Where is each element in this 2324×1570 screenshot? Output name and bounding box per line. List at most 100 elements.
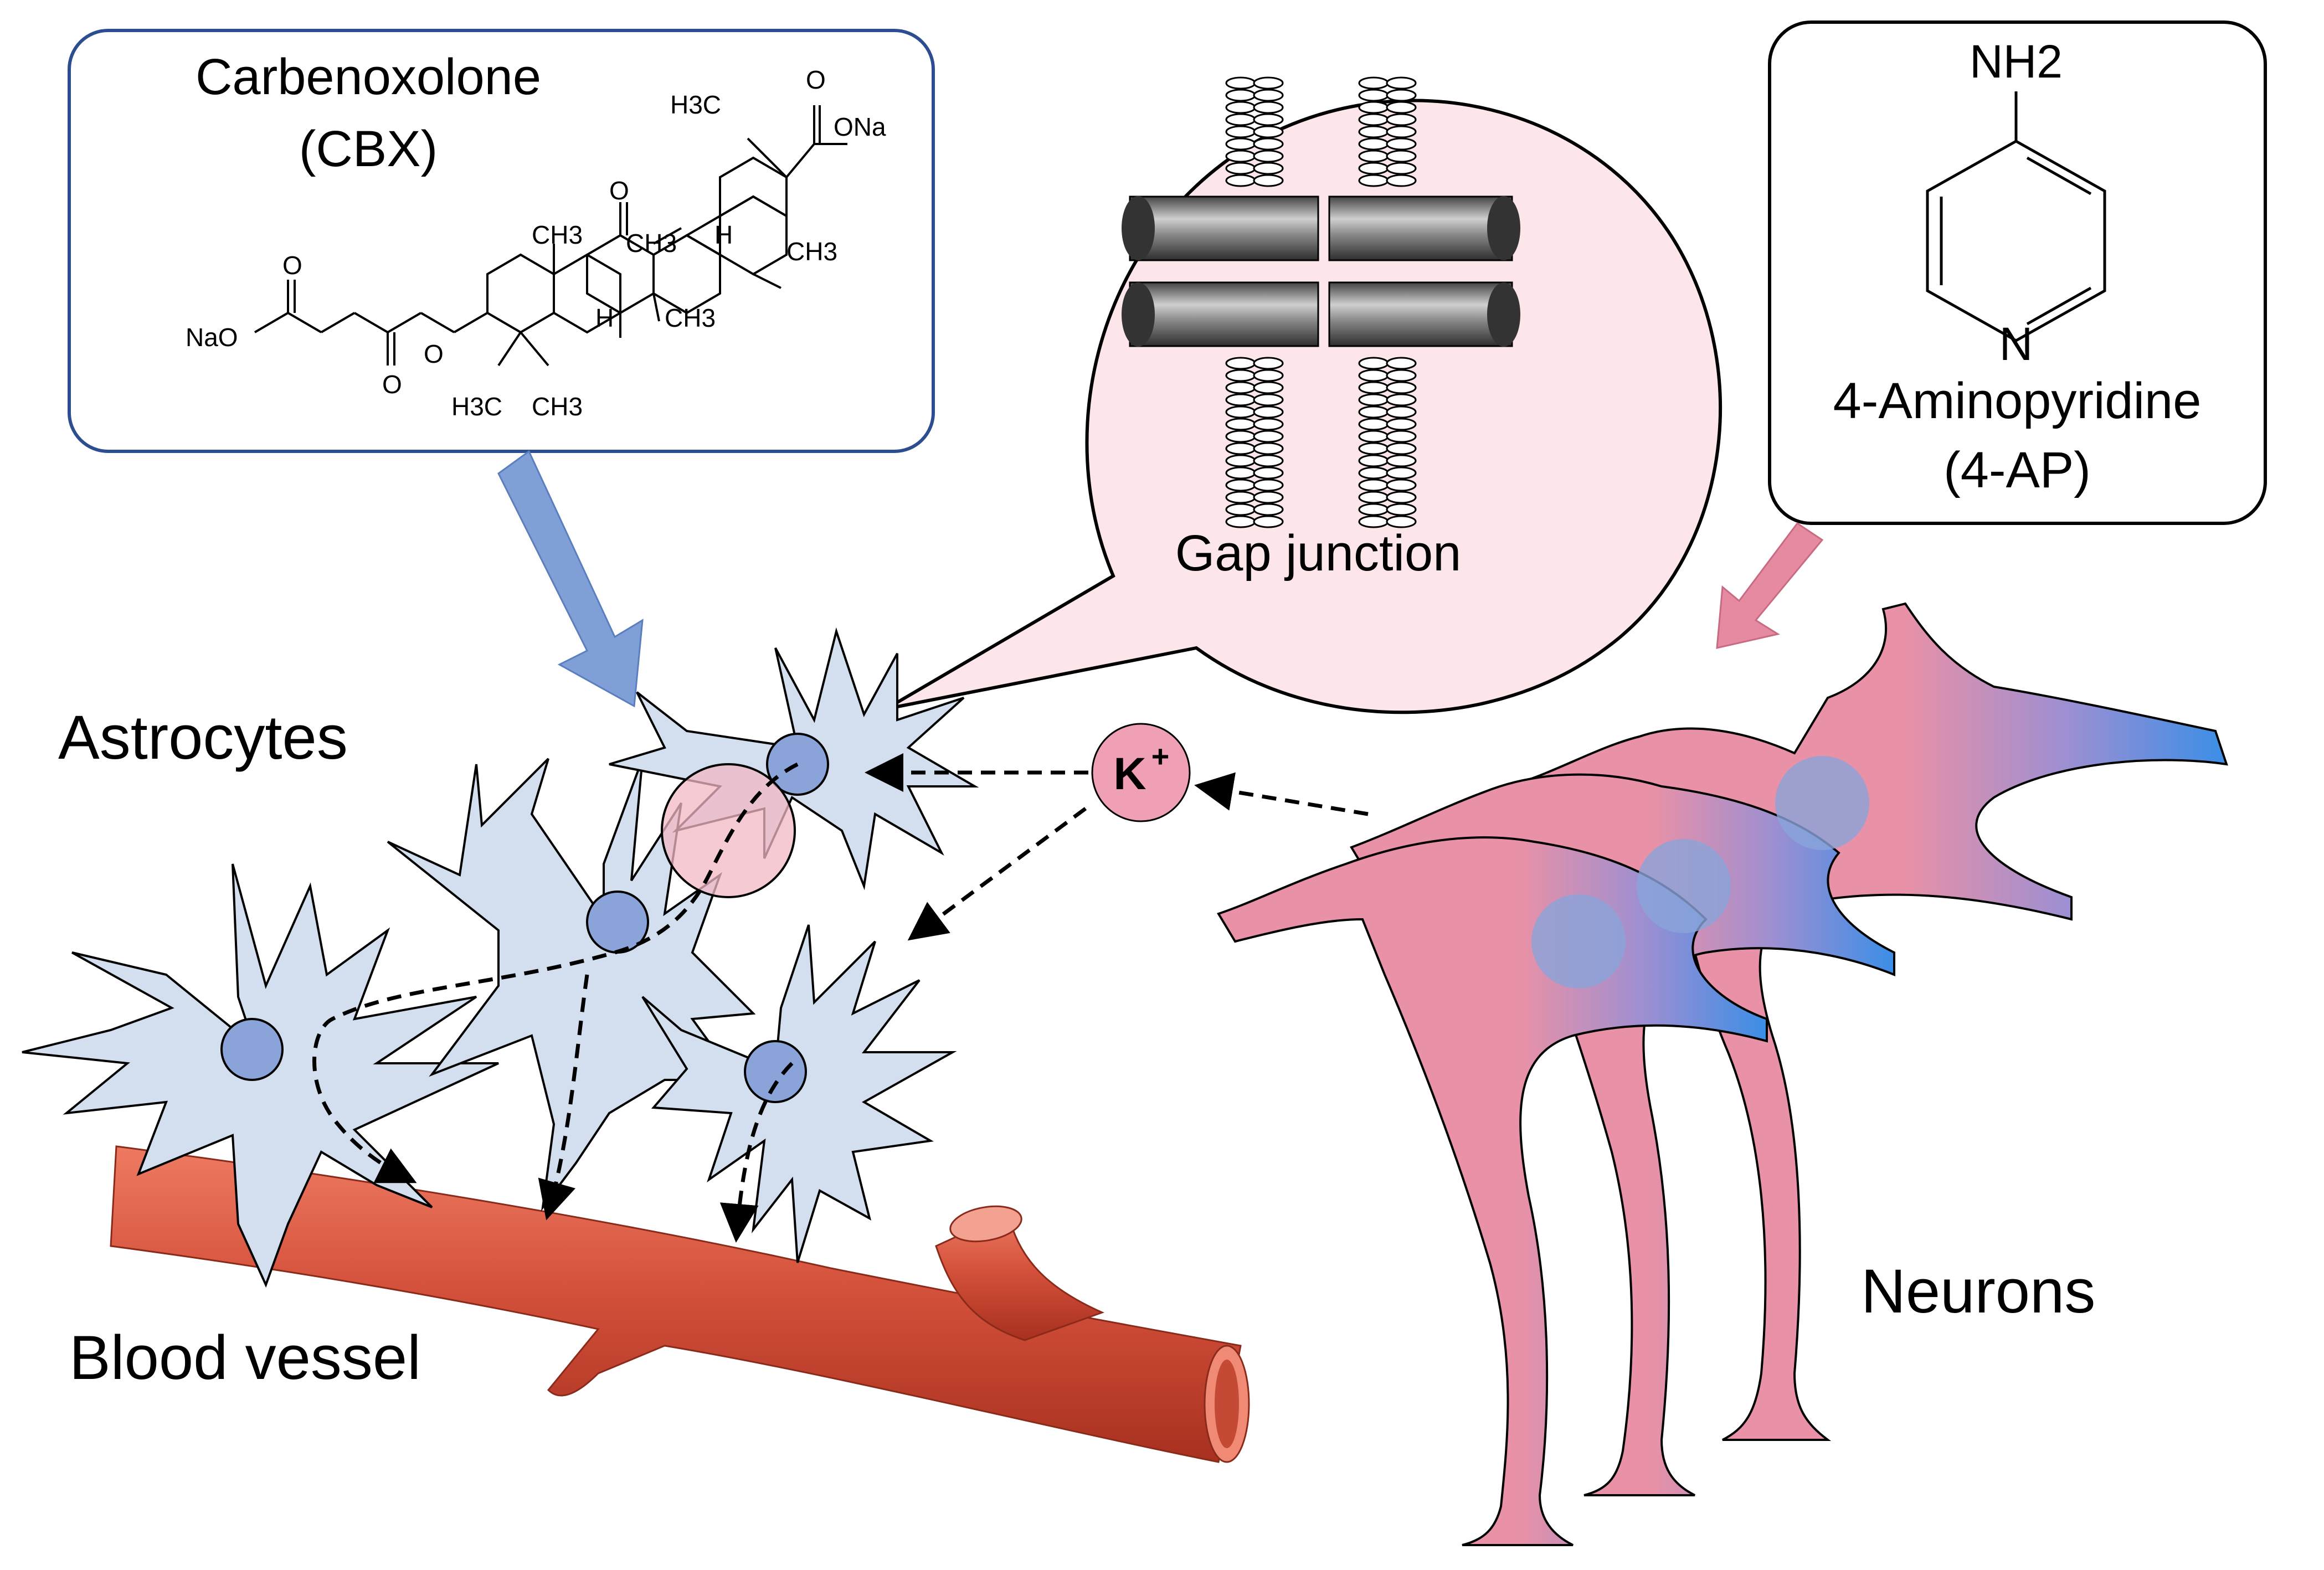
astrocytes-label: Astrocytes: [58, 703, 348, 772]
lipid-head: [1386, 381, 1417, 394]
lipid-head: [1386, 113, 1417, 126]
gap-junction-bubble: Gap junction: [885, 76, 1722, 714]
cbx-atom-h-a: H: [714, 220, 733, 249]
ap-structure-box: NH2 N 4-Aminopyridine (4-AP): [1768, 20, 2267, 525]
lipid-head: [1225, 430, 1256, 443]
lipid-head: [1225, 478, 1256, 492]
ap-atom-n: N: [1999, 318, 2033, 370]
lipid-head: [1225, 162, 1256, 175]
gap-junction-highlight: [661, 763, 796, 898]
astrocyte-1-nucleus: [220, 1018, 284, 1081]
k-ion-symbol: K: [1113, 749, 1146, 799]
spatial-buffering-path-2: [538, 974, 589, 1221]
lipid-head: [1386, 369, 1417, 382]
cbx-atom-o-carboxyl: O: [806, 65, 826, 94]
lipid-head: [1225, 89, 1256, 102]
lipid-head: [1358, 454, 1389, 467]
lipid-head: [1358, 466, 1389, 480]
lipid-head: [1253, 162, 1284, 175]
ap-abbr-label: (4-AP): [1943, 442, 2091, 498]
k-to-astrocyte4-arrow: [907, 807, 1087, 941]
cbx-atom-labels: H3C ONa O O CH3 CH3 CH3 CH3 H H NaO O O …: [186, 65, 886, 421]
lipid-head: [1225, 125, 1256, 138]
lipid-head: [1386, 150, 1417, 163]
lipid-head: [1225, 393, 1256, 406]
lipid-head: [1386, 418, 1417, 431]
neuron-cluster: [1217, 602, 2228, 1546]
lipid-head: [1253, 466, 1284, 480]
lipid-head: [1253, 515, 1284, 528]
lipid-head: [1253, 405, 1284, 419]
lipid-head: [1253, 454, 1284, 467]
lipid-head: [1358, 174, 1389, 187]
cbx-atom-h-b: H: [595, 303, 614, 332]
lipid-head: [1253, 150, 1284, 163]
lipid-head: [1386, 503, 1417, 516]
lipid-head: [1253, 418, 1284, 431]
lipid-head: [1358, 150, 1389, 163]
lipid-head: [1225, 174, 1256, 187]
lipid-head: [1386, 466, 1417, 480]
lipid-head: [1225, 466, 1256, 480]
lipid-head: [1386, 174, 1417, 187]
gap-junction-label: Gap junction: [1175, 525, 1462, 581]
cbx-atom-o-ester: O: [382, 370, 402, 399]
pyridine-ring: [1926, 91, 2106, 342]
cbx-atom-nao: NaO: [186, 323, 238, 352]
neuron-to-k-arrow: [1194, 772, 1369, 816]
cbx-abbr-label: (CBX): [299, 121, 438, 177]
lipid-head: [1358, 430, 1389, 443]
lipid-head: [1386, 515, 1417, 528]
lipid-head: [1358, 369, 1389, 382]
lipid-head: [1358, 491, 1389, 504]
astrocyte-4-nucleus: [744, 1040, 807, 1103]
lipid-head: [1358, 393, 1389, 406]
lipid-head: [1358, 381, 1389, 394]
cbx-atom-o-keto: O: [609, 176, 629, 205]
lipid-head: [1253, 393, 1284, 406]
connexin-channel: [1122, 195, 1520, 347]
neuron-1: [1217, 836, 1768, 1546]
lipid-head: [1225, 381, 1256, 394]
lipid-head: [1386, 101, 1417, 114]
lipid-head: [1358, 478, 1389, 492]
lipid-head: [1253, 76, 1284, 90]
lipid-head: [1386, 478, 1417, 492]
k-ion-pathways: [312, 753, 1369, 1243]
lipid-head: [1358, 89, 1389, 102]
lipid-head: [1386, 76, 1417, 90]
lipid-head: [1358, 125, 1389, 138]
lipid-head: [1225, 491, 1256, 504]
lipid-head: [1225, 418, 1256, 431]
blood-vessel: [110, 1145, 1250, 1463]
lipid-head: [1225, 76, 1256, 90]
cbx-atom-ch3-c: CH3: [786, 237, 837, 266]
lipid-head: [1253, 491, 1284, 504]
lipid-head: [1358, 442, 1389, 455]
lipid-head: [1225, 150, 1256, 163]
lipid-head: [1253, 503, 1284, 516]
lipid-head: [1253, 113, 1284, 126]
lipid-head: [1358, 357, 1389, 370]
lipid-head: [1386, 357, 1417, 370]
lipid-head: [1386, 393, 1417, 406]
lipid-head: [1253, 174, 1284, 187]
cbx-atom-ch3-b: CH3: [626, 229, 677, 258]
lipid-head: [1253, 89, 1284, 102]
k-ion-circle: [1091, 723, 1191, 822]
lipid-head: [1358, 503, 1389, 516]
k-ion-charge: +: [1151, 739, 1170, 774]
lipid-head: [1225, 357, 1256, 370]
cbx-structure-box: Carbenoxolone (CBX): [68, 29, 935, 453]
lipid-head: [1386, 89, 1417, 102]
neuron-2-nucleus: [1637, 839, 1731, 933]
lipid-head: [1358, 137, 1389, 151]
cbx-arrow: [497, 450, 644, 708]
lipid-head: [1358, 162, 1389, 175]
lipid-head: [1386, 442, 1417, 455]
lipid-head: [1386, 162, 1417, 175]
lipid-head: [1386, 491, 1417, 504]
cbx-molecule-skeleton: [254, 105, 847, 367]
lipid-head: [1225, 101, 1256, 114]
